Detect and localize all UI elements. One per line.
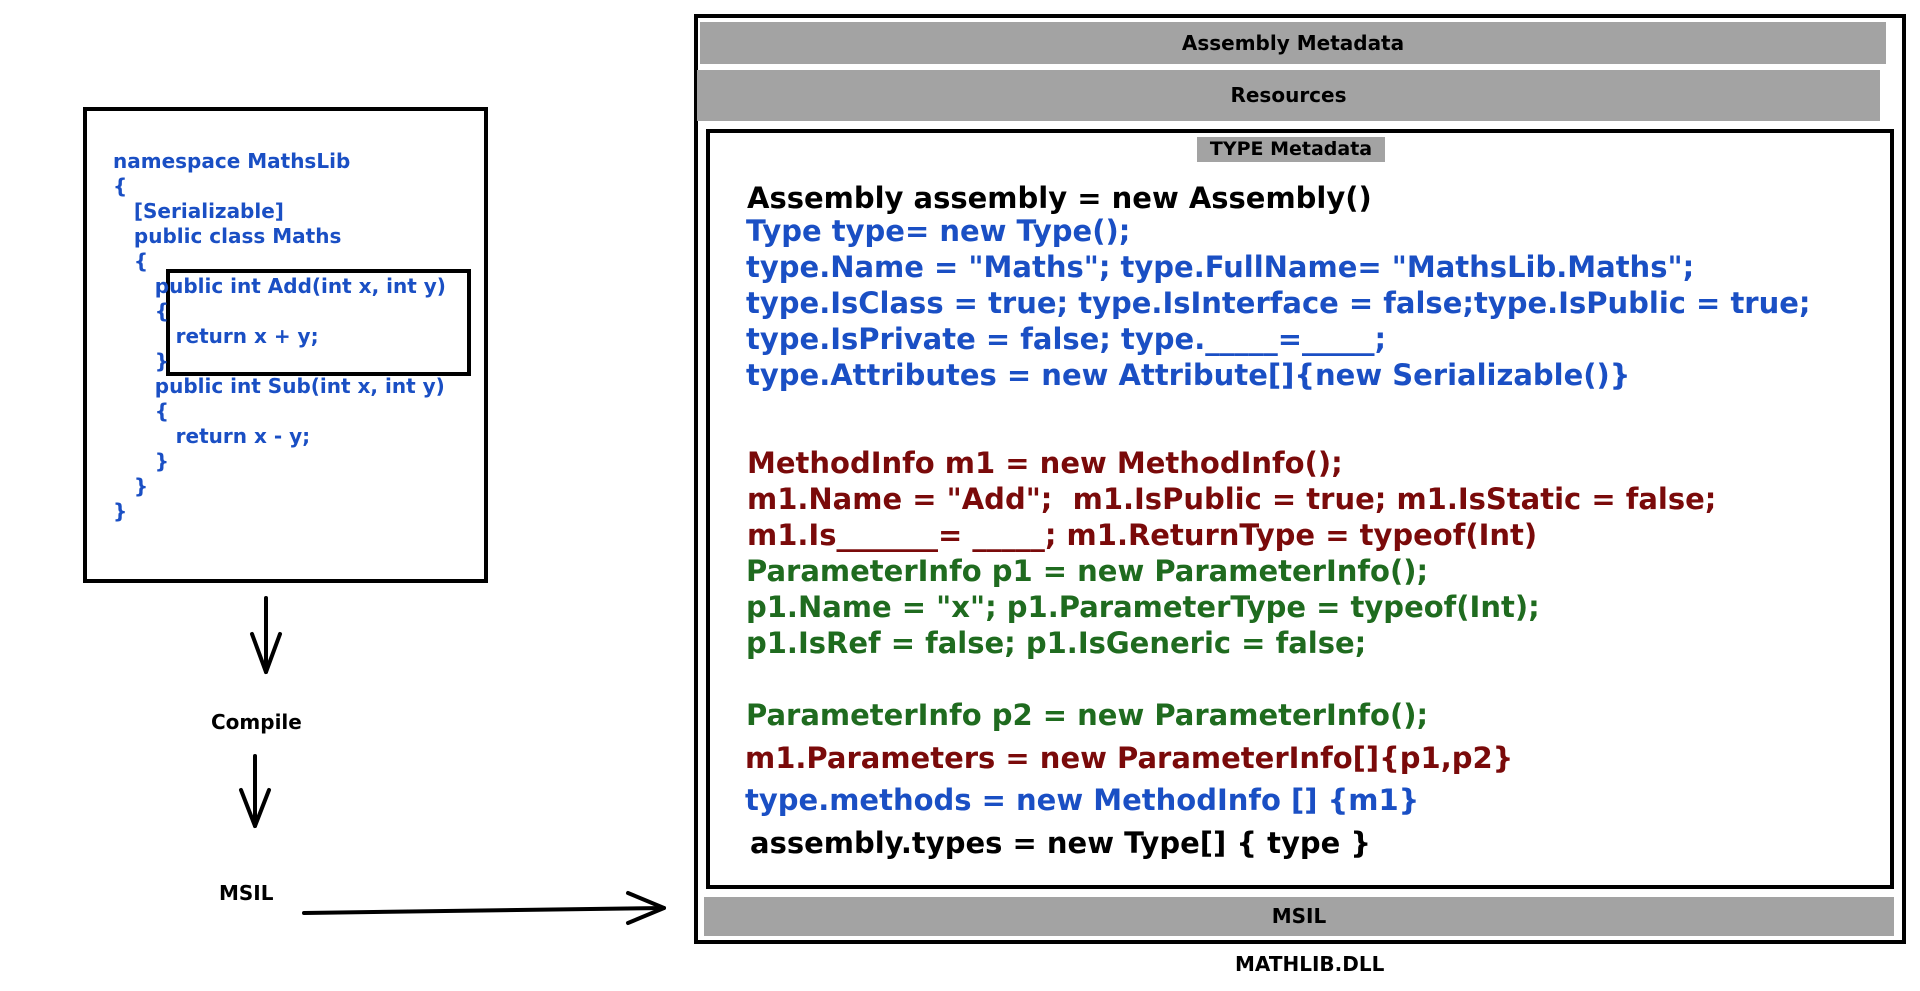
source-line-open-brace: { xyxy=(113,174,128,198)
code-line-assembly: Assembly assembly = new Assembly() xyxy=(747,181,1372,215)
source-line-namespace: namespace MathsLib xyxy=(113,149,351,173)
add-method-highlight xyxy=(166,269,471,376)
down-arrow-icon xyxy=(239,754,271,828)
code-line-m1-parameters: m1.Parameters = new ParameterInfo[]{p1,p… xyxy=(745,741,1514,775)
code-line-type-isclass: type.IsClass = true; type.IsInterface = … xyxy=(746,286,1811,320)
assembly-metadata-bar: Assembly Metadata xyxy=(700,22,1886,64)
source-line-add-return: return x + y; xyxy=(113,324,319,348)
source-line-sub-open: { xyxy=(113,399,170,423)
code-line-p1-isref: p1.IsRef = false; p1.IsGeneric = false; xyxy=(746,626,1367,660)
msil-bar: MSIL xyxy=(704,897,1894,936)
code-line-p1-name: p1.Name = "x"; p1.ParameterType = typeof… xyxy=(746,590,1540,624)
code-line-p2-new: ParameterInfo p2 = new ParameterInfo(); xyxy=(746,698,1429,732)
source-line-sub-close: } xyxy=(113,449,170,473)
type-metadata-title: TYPE Metadata xyxy=(1197,137,1385,162)
code-line-m1-returntype: m1.Is_______= _____; m1.ReturnType = typ… xyxy=(747,518,1538,552)
code-line-type-methods: type.methods = new MethodInfo [] {m1} xyxy=(745,783,1420,817)
code-line-methodinfo: MethodInfo m1 = new MethodInfo(); xyxy=(747,446,1343,480)
code-line-type-name: type.Name = "Maths"; type.FullName= "Mat… xyxy=(746,250,1695,284)
source-line-class-close: } xyxy=(113,474,149,498)
dll-container xyxy=(694,14,1906,944)
code-line-m1-name: m1.Name = "Add"; m1.IsPublic = true; m1.… xyxy=(747,482,1717,516)
source-line-sub-signature: public int Sub(int x, int y) xyxy=(113,374,445,398)
source-line-sub-return: return x - y; xyxy=(113,424,311,448)
source-line-add-signature: public int Add(int x, int y) xyxy=(113,274,446,298)
code-line-type-isprivate: type.IsPrivate = false; type._____=_____… xyxy=(746,322,1387,356)
resources-bar: Resources xyxy=(697,70,1880,121)
code-line-type-new: Type type= new Type(); xyxy=(746,214,1131,248)
type-metadata-box xyxy=(706,129,1894,889)
msil-flow-label: MSIL xyxy=(219,881,274,905)
source-line-add-close: } xyxy=(113,349,170,373)
source-line-class: public class Maths xyxy=(113,224,342,248)
source-line-namespace-close: } xyxy=(113,499,128,523)
source-line-attribute: [Serializable] xyxy=(113,199,284,223)
code-line-assembly-types: assembly.types = new Type[] { type } xyxy=(750,826,1372,860)
source-line-class-open: { xyxy=(113,249,149,273)
source-code-box xyxy=(83,107,488,583)
code-line-p1-new: ParameterInfo p1 = new ParameterInfo(); xyxy=(746,554,1429,588)
source-line-add-open: { xyxy=(113,299,170,323)
right-arrow-icon xyxy=(302,891,666,925)
compile-label: Compile xyxy=(211,710,302,734)
down-arrow-icon xyxy=(250,596,282,674)
code-line-type-attributes: type.Attributes = new Attribute[]{new Se… xyxy=(746,358,1631,392)
dll-caption: MATHLIB.DLL xyxy=(1235,952,1385,976)
